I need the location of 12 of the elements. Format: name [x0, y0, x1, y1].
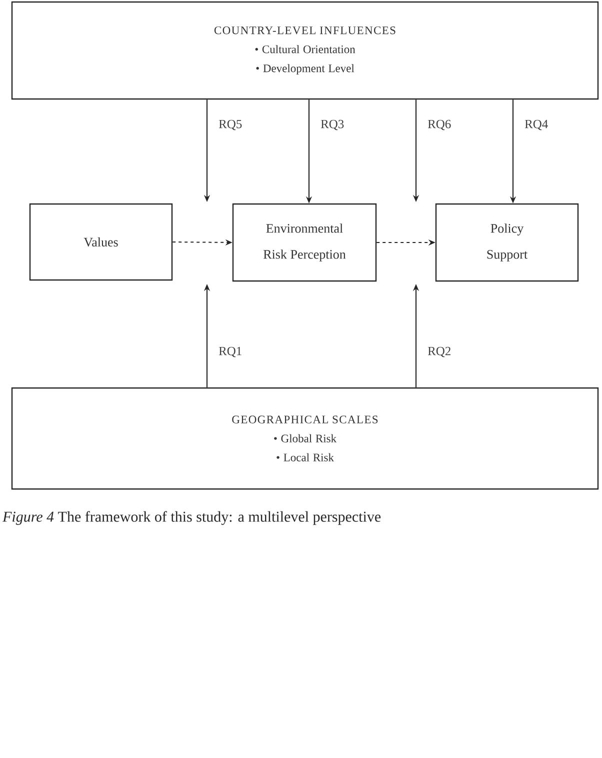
edge-label: RQ4	[524, 120, 548, 130]
concept-box: Policy Support	[435, 203, 579, 282]
caption: Figure 4 The framework of this study: a multilevel perspective	[2, 511, 381, 525]
group-box: GEOGRAPHICAL SCALES • Global Risk • Local Risk	[11, 387, 599, 490]
edge-label: RQ1	[218, 346, 242, 358]
concept-box: Values	[29, 203, 173, 281]
edge-label: RQ6	[428, 120, 451, 130]
concept-box: Environmental Risk Perception	[232, 203, 377, 282]
edge-label: RQ3	[320, 120, 344, 130]
edge-label: RQ2	[428, 346, 450, 358]
group-box: COUNTRY-LEVEL INFLUENCES • Cultural Orientation • Development Level	[11, 1, 599, 100]
edge-label: RQ5	[218, 120, 242, 130]
